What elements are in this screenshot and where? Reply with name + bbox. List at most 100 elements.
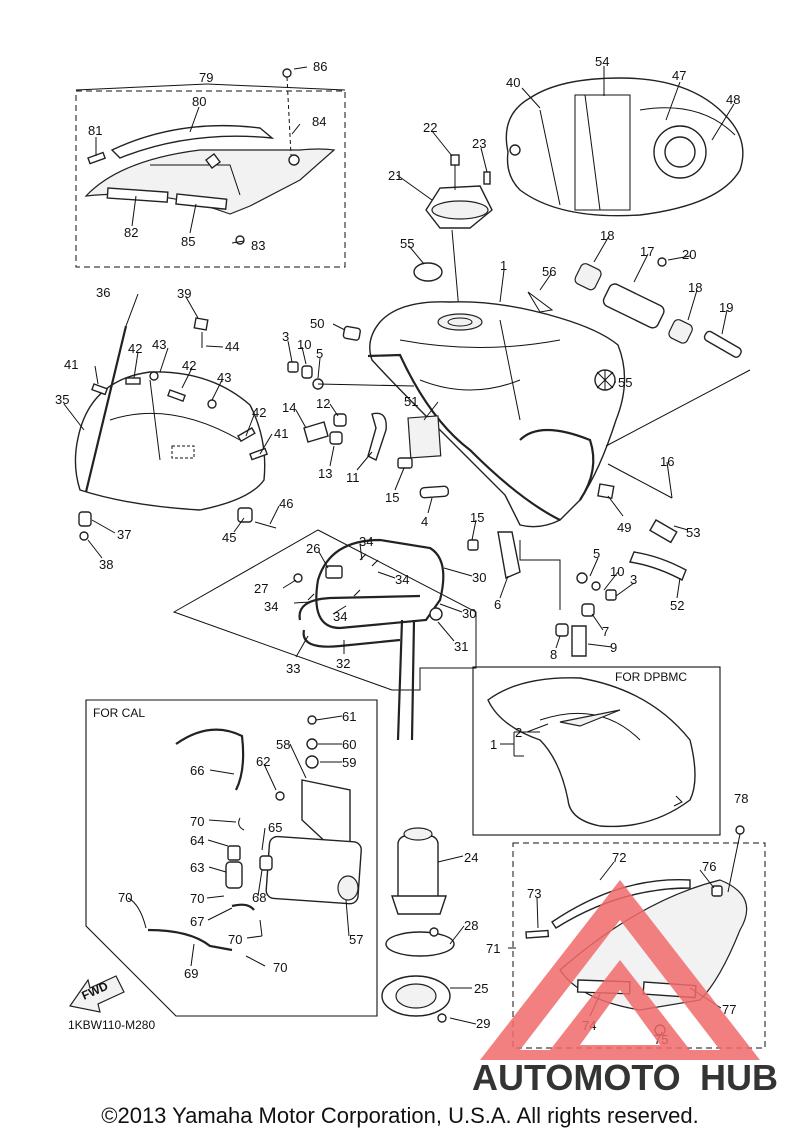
callout-76: 76 — [702, 859, 716, 874]
callout-80: 80 — [192, 94, 206, 109]
callout-70b: 70 — [190, 891, 204, 906]
callout-6: 6 — [494, 597, 501, 612]
side-cover-group — [84, 68, 336, 245]
callout-50: 50 — [310, 316, 324, 331]
callout-10b: 10 — [610, 564, 624, 579]
callout-35: 35 — [55, 392, 69, 407]
callout-30a: 30 — [472, 570, 486, 585]
callout-56: 56 — [542, 264, 556, 279]
tank-underside — [505, 77, 744, 217]
callout-64: 64 — [190, 833, 204, 848]
callout-45: 45 — [222, 530, 236, 545]
callout-34d: 34 — [333, 609, 347, 624]
callout-5a: 5 — [316, 346, 323, 361]
callout-19: 19 — [719, 300, 733, 315]
watermark-triangle-icon — [480, 880, 760, 1060]
callout-29: 29 — [476, 1016, 490, 1031]
callout-83: 83 — [251, 238, 265, 253]
callout-24: 24 — [464, 850, 478, 865]
sensor-assembly — [574, 257, 751, 581]
callout-69: 69 — [184, 966, 198, 981]
callout-70d: 70 — [228, 932, 242, 947]
callout-82: 82 — [124, 225, 138, 240]
callout-37: 37 — [117, 527, 131, 542]
callout-48: 48 — [726, 92, 740, 107]
callout-3a: 3 — [282, 329, 289, 344]
callout-5b: 5 — [593, 546, 600, 561]
callout-15a: 15 — [385, 490, 399, 505]
callout-65: 65 — [268, 820, 282, 835]
callout-42c: 42 — [252, 405, 266, 420]
automotohub-watermark: AUTOMOTO HUB — [472, 880, 778, 1098]
callout-78: 78 — [734, 791, 748, 806]
callout-60: 60 — [342, 737, 356, 752]
group-box-side-cover — [75, 90, 346, 268]
watermark-text-hub: HUB — [700, 1057, 778, 1098]
cal-canister-group — [127, 715, 362, 952]
callout-17: 17 — [640, 244, 654, 259]
callout-67: 67 — [190, 914, 204, 929]
callout-18a: 18 — [600, 228, 614, 243]
callout-59: 59 — [342, 755, 356, 770]
callout-10a: 10 — [297, 337, 311, 352]
group-box-dpbmc — [472, 666, 721, 836]
callout-1b: 1 — [490, 737, 497, 752]
callout-42b: 42 — [182, 358, 196, 373]
callout-51: 51 — [404, 394, 418, 409]
callout-3b: 3 — [630, 572, 637, 587]
callout-41b: 41 — [274, 426, 288, 441]
fuel-pump-assembly — [381, 827, 455, 1023]
callout-66: 66 — [190, 763, 204, 778]
mount-hardware-left — [287, 361, 450, 499]
callout-70c: 70 — [118, 890, 132, 905]
callout-27: 27 — [254, 581, 268, 596]
callout-15b: 15 — [470, 510, 484, 525]
callout-70e: 70 — [273, 960, 287, 975]
group-box-cal — [85, 699, 378, 1017]
group-box-bracket — [172, 529, 477, 691]
callout-25: 25 — [474, 981, 488, 996]
callout-62: 62 — [256, 754, 270, 769]
callout-31: 31 — [454, 639, 468, 654]
callout-70a: 70 — [190, 814, 204, 829]
callout-55a: 55 — [400, 236, 414, 251]
callout-13: 13 — [318, 466, 332, 481]
callout-84: 84 — [312, 114, 326, 129]
callout-86: 86 — [313, 59, 327, 74]
callout-52: 52 — [670, 598, 684, 613]
callout-36: 36 — [96, 285, 110, 300]
callout-33: 33 — [286, 661, 300, 676]
leader-lines — [63, 66, 735, 1037]
cal-label: FOR CAL — [93, 706, 145, 720]
callout-53: 53 — [686, 525, 700, 540]
callout-22: 22 — [423, 120, 437, 135]
callout-55b: 55 — [618, 375, 632, 390]
callout-numbers: 79 80 81 82 85 83 84 86 40 54 47 48 22 2… — [55, 54, 748, 1047]
callout-81: 81 — [88, 123, 102, 138]
callout-30b: 30 — [462, 606, 476, 621]
callout-32: 32 — [336, 656, 350, 671]
callout-72: 72 — [612, 850, 626, 865]
callout-14: 14 — [282, 400, 296, 415]
callout-42a: 42 — [128, 341, 142, 356]
dpbmc-tank-cover — [487, 677, 696, 828]
callout-61: 61 — [342, 709, 356, 724]
callout-2: 2 — [515, 725, 522, 740]
callout-12: 12 — [316, 396, 330, 411]
callout-44: 44 — [225, 339, 239, 354]
callout-73: 73 — [527, 886, 541, 901]
callout-26: 26 — [306, 541, 320, 556]
left-cover — [74, 317, 277, 541]
callout-34a: 34 — [359, 534, 373, 549]
callout-49: 49 — [617, 520, 631, 535]
callout-79: 79 — [199, 70, 213, 85]
callout-1: 1 — [500, 258, 507, 273]
dpbmc-label: FOR DPBMC — [615, 670, 687, 684]
callout-39: 39 — [177, 286, 191, 301]
fuel-tank — [342, 291, 626, 528]
callout-85: 85 — [181, 234, 195, 249]
callout-58: 58 — [276, 737, 290, 752]
callout-46: 46 — [279, 496, 293, 511]
callout-9: 9 — [610, 640, 617, 655]
watermark-text-automoto: AUTOMOTO — [472, 1057, 681, 1098]
